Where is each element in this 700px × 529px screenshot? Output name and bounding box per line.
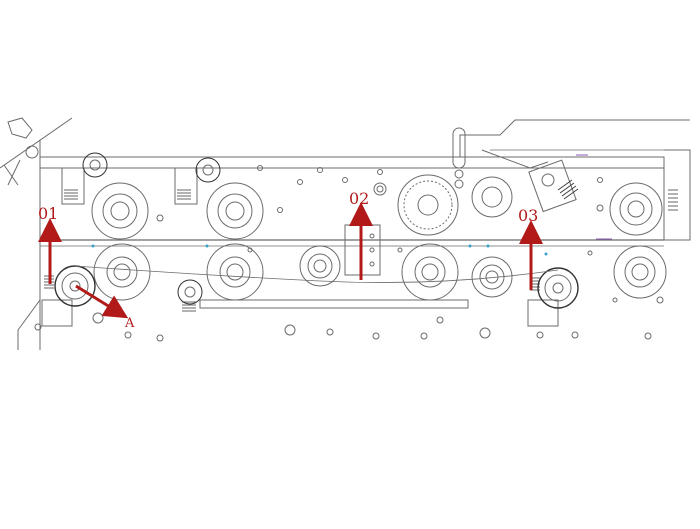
upper-right-arm — [452, 127, 549, 189]
spring-4 — [530, 277, 540, 291]
label-a: A — [124, 316, 135, 331]
spring-2 — [177, 189, 191, 200]
purple-marks — [576, 154, 612, 240]
upper-wheel-2 — [206, 182, 264, 240]
detail-marks — [91, 244, 548, 256]
label-01: 01 — [38, 204, 58, 223]
tensioner-arm-1 — [61, 152, 108, 205]
spring-5 — [182, 301, 196, 312]
upper-wheel-4 — [609, 182, 663, 236]
annotation-arrows — [38, 202, 543, 319]
lower-wheel-6 — [613, 245, 667, 299]
spring-7 — [557, 179, 579, 200]
bracket-hole — [369, 261, 375, 267]
upper-housing — [459, 119, 690, 157]
lower-bar — [199, 299, 469, 309]
tensioner-arm-2 — [174, 157, 221, 205]
right-foot-block — [527, 299, 559, 327]
upper-wheel-1 — [91, 182, 149, 240]
left-frame-skirt — [17, 299, 41, 350]
gripper-assembly — [3, 117, 39, 186]
springs — [44, 179, 678, 312]
lower-wheel-3 — [299, 245, 341, 287]
small-roller-bottom — [177, 279, 203, 305]
fastener-holes — [34, 165, 664, 342]
spring-1 — [64, 189, 78, 200]
tensioner-arm-3 — [528, 159, 577, 213]
pivot-roller-left — [54, 265, 96, 307]
belt-path — [74, 265, 559, 283]
lower-wheel-4 — [401, 243, 459, 301]
arrow-a — [75, 284, 129, 319]
upper-large-gear — [397, 174, 459, 236]
diagonal-rod — [0, 117, 73, 169]
bracket-hole — [369, 233, 375, 239]
label-02: 02 — [349, 189, 369, 208]
right-frame — [664, 149, 691, 241]
lower-wheel-2 — [206, 243, 264, 301]
lower-wheel-1 — [93, 243, 151, 301]
label-03: 03 — [518, 206, 538, 225]
bracket-hole — [369, 247, 375, 253]
left-foot-block — [41, 299, 73, 327]
upper-wheel-3 — [471, 176, 513, 218]
lower-wheel-5 — [471, 256, 513, 298]
spring-6 — [668, 189, 678, 211]
pivot-roller-right — [537, 267, 579, 309]
